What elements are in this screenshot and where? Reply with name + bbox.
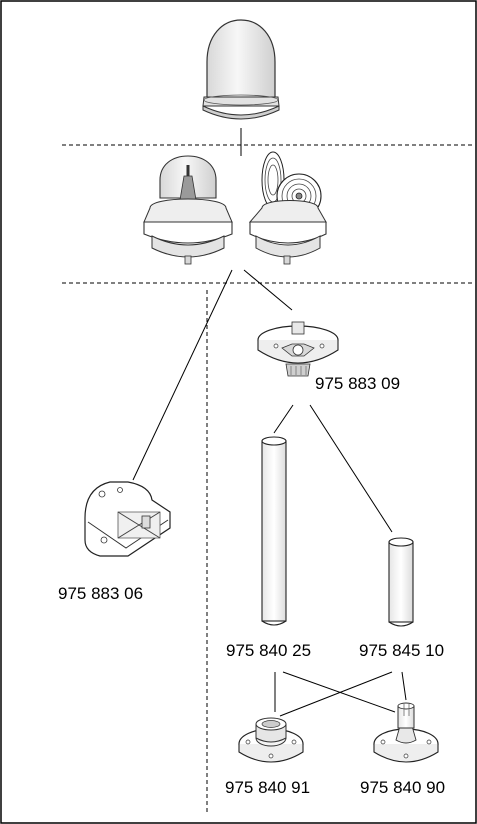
- tube-long-drawing: [261, 436, 287, 626]
- wall-bracket-drawing: [84, 481, 171, 557]
- part-number-mounting-base: 975 883 09: [315, 374, 400, 393]
- part-number-wall-bracket: 975 883 06: [58, 584, 143, 603]
- lamp-unit-b-drawing: [248, 151, 327, 265]
- connector-to-tube-long: [273, 404, 294, 434]
- mounting-base-drawing: [257, 321, 339, 377]
- part-number-tube-short: 975 845 10: [359, 641, 444, 660]
- flange-spigot-drawing: [373, 702, 439, 763]
- connector-to-bracket: [132, 269, 233, 481]
- tube-short-drawing: [388, 537, 414, 627]
- part-number-flange-flat: 975 840 91: [225, 778, 310, 797]
- connector-to-base: [243, 269, 293, 311]
- part-number-flange-spigot: 975 840 90: [360, 778, 445, 797]
- connector-tube-long-to-flange-spigot: [282, 671, 396, 713]
- connector-tube-short-to-flange-spigot: [401, 671, 407, 701]
- lamp-unit-a-drawing: [143, 155, 233, 265]
- flange-flat-drawing: [238, 717, 304, 763]
- part-number-tube-long: 975 840 25: [226, 641, 311, 660]
- dome-cover-drawing: [202, 19, 280, 120]
- connector-tube-short-to-flange-flat: [279, 671, 393, 717]
- connector-to-tube-short: [309, 404, 393, 533]
